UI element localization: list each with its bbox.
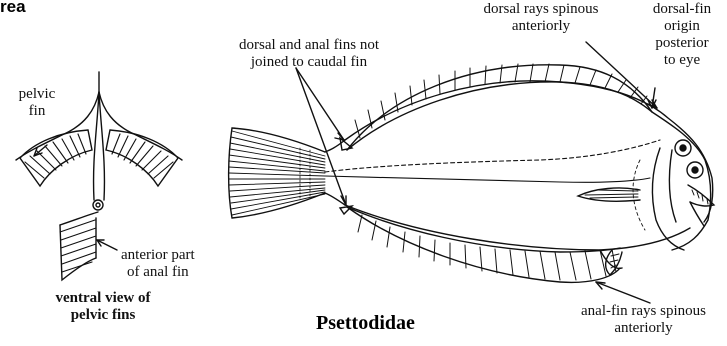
label-line: anal-fin rays spinous — [560, 303, 727, 320]
label-line: anteriorly — [560, 320, 727, 337]
label-line: origin — [637, 18, 727, 35]
label-line: joined to caudal fin — [209, 54, 409, 71]
label-line: pelvic fins — [28, 307, 178, 324]
label-line: posterior — [637, 35, 727, 52]
pectoral-fin — [578, 188, 640, 201]
label-ventral-view: ventral view of pelvic fins — [28, 290, 178, 324]
label-anterior-anal: anterior part of anal fin — [121, 247, 195, 281]
header-text-fragment: rea — [0, 0, 26, 17]
label-line: dorsal-fin — [637, 1, 727, 18]
label-anal-rays-spinous: anal-fin rays spinous anteriorly — [560, 303, 727, 337]
label-line: of anal fin — [121, 264, 195, 281]
label-line: dorsal rays spinous — [456, 1, 626, 18]
label-line: dorsal and anal fins not — [209, 37, 409, 54]
family-name-title: Psettodidae — [316, 312, 415, 335]
label-line: to eye — [637, 52, 727, 69]
label-line: ventral view of — [28, 290, 178, 307]
label-dorsal-anal-not-joined: dorsal and anal fins not joined to cauda… — [209, 37, 409, 71]
caudal-fin — [229, 128, 325, 218]
fish-head — [633, 112, 714, 250]
label-dorsal-rays-spinous: dorsal rays spinous anteriorly — [456, 1, 626, 35]
label-line: anteriorly — [456, 18, 626, 35]
label-dorsal-fin-origin: dorsal-fin origin posterior to eye — [637, 1, 727, 69]
label-pelvic-fin: pelvic fin — [2, 86, 72, 120]
label-line: anterior part — [121, 247, 195, 264]
label-line: pelvic — [2, 86, 72, 103]
dorsal-fin — [340, 64, 652, 150]
label-line: fin — [2, 103, 72, 120]
